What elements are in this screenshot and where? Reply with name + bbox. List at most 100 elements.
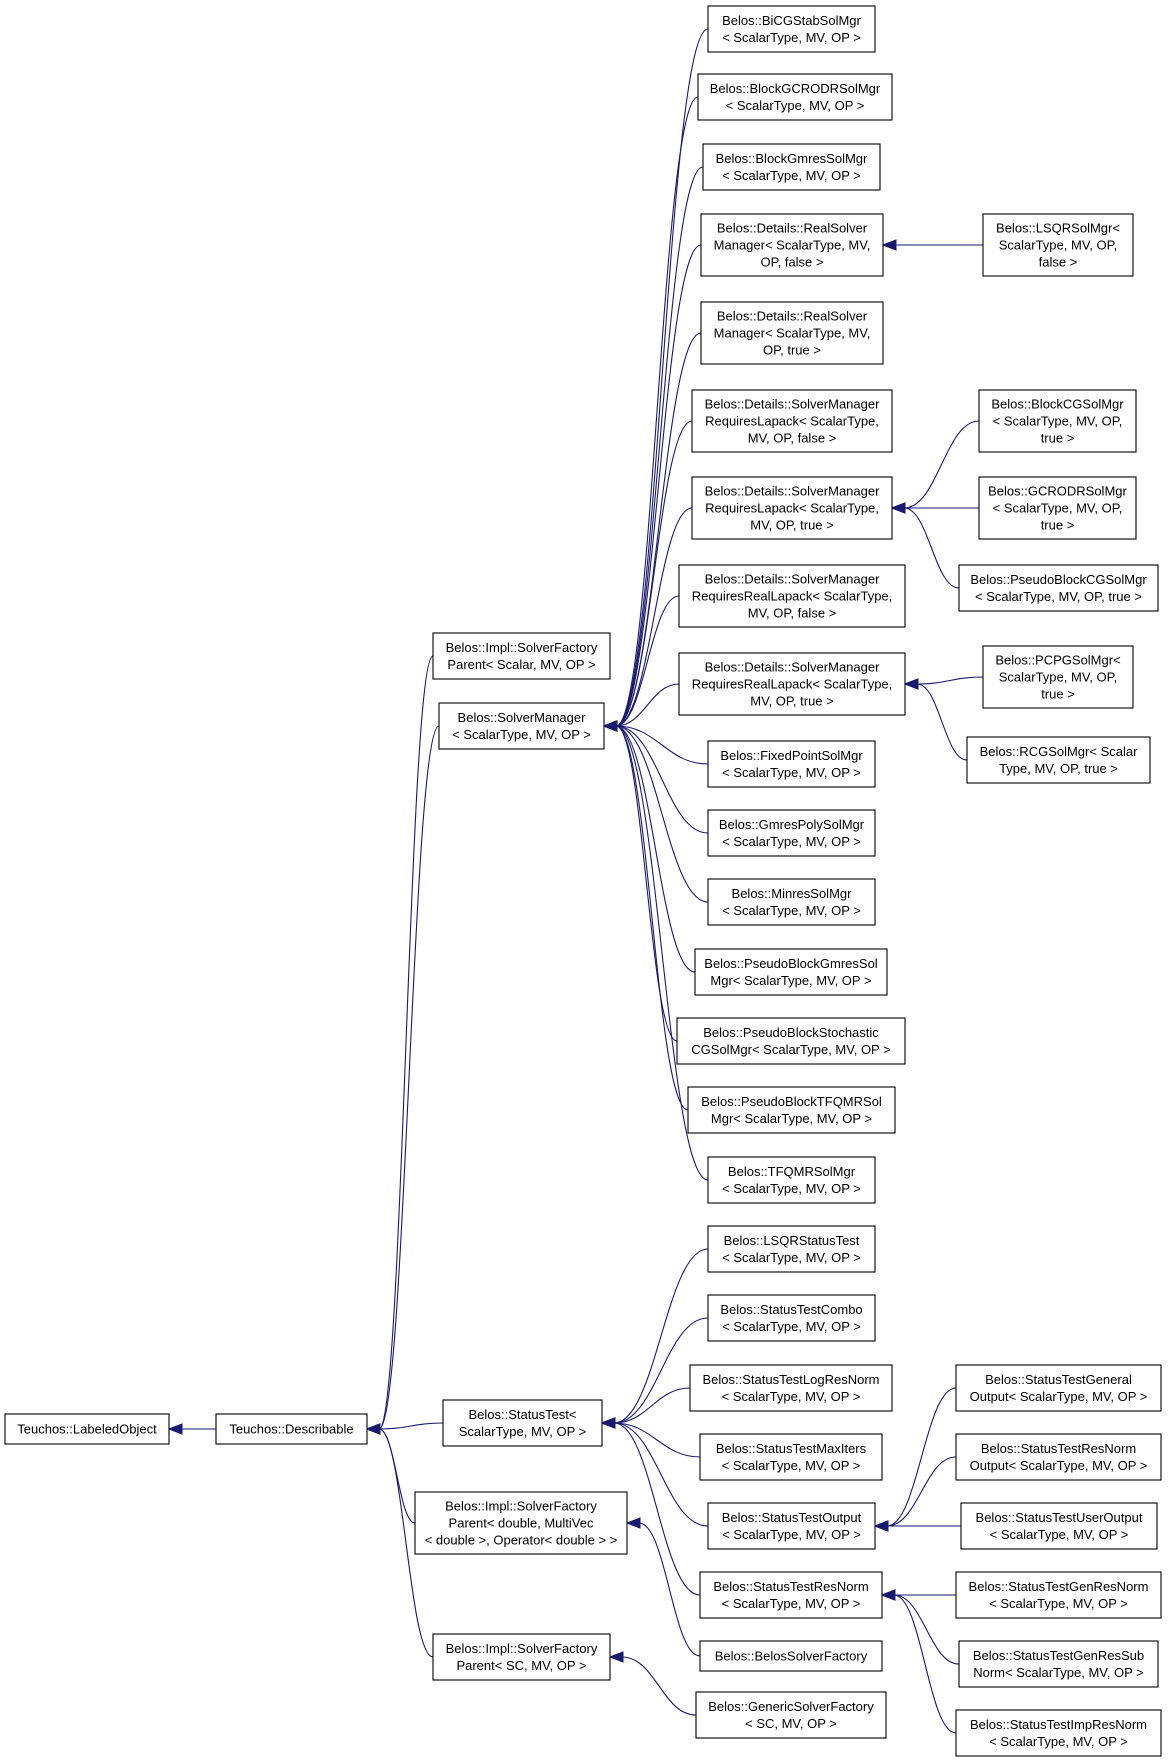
class-node-lsqrstatus[interactable]: Belos::LSQRStatusTest< ScalarType, MV, O… — [707, 1225, 876, 1273]
class-box[interactable] — [676, 1017, 906, 1065]
class-node-tfqmr[interactable]: Belos::TFQMRSolMgr< ScalarType, MV, OP > — [707, 1156, 876, 1204]
class-node-reallapack_false[interactable]: Belos::Details::SolverManagerRequiresRea… — [678, 564, 906, 628]
class-node-useroutput[interactable]: Belos::StatusTestUserOutput< ScalarType,… — [960, 1502, 1158, 1550]
class-node-reallapack_true[interactable]: Belos::Details::SolverManagerRequiresRea… — [678, 652, 906, 716]
class-box[interactable] — [438, 702, 605, 750]
class-node-pcpg[interactable]: Belos::PCPGSolMgr<ScalarType, MV, OP,tru… — [982, 645, 1134, 709]
class-box[interactable] — [707, 1502, 876, 1550]
class-box[interactable] — [4, 1413, 170, 1445]
class-node-combo[interactable]: Belos::StatusTestCombo< ScalarType, MV, … — [707, 1294, 876, 1342]
class-node-gmrespoly[interactable]: Belos::GmresPolySolMgr< ScalarType, MV, … — [707, 809, 876, 857]
class-node-gcrodr[interactable]: Belos::GCRODRSolMgr< ScalarType, MV, OP,… — [978, 476, 1137, 540]
class-box[interactable] — [699, 1433, 883, 1481]
class-node-fixedpoint[interactable]: Belos::FixedPointSolMgr< ScalarType, MV,… — [707, 740, 876, 788]
class-node-describable[interactable]: Teuchos::Describable — [215, 1413, 368, 1445]
class-box[interactable] — [707, 809, 876, 857]
class-name-line: ScalarType, MV, OP, — [999, 670, 1118, 685]
class-box[interactable] — [978, 476, 1137, 540]
class-box[interactable] — [432, 1633, 611, 1681]
class-box[interactable] — [414, 1491, 628, 1555]
class-box[interactable] — [678, 564, 906, 628]
class-name-line: RequiresLapack< ScalarType, — [705, 501, 879, 516]
class-node-labeled[interactable]: Teuchos::LabeledObject — [4, 1413, 170, 1445]
edge-blockcg-to-lapack_true — [903, 420, 980, 509]
class-node-solvermanager[interactable]: Belos::SolverManager< ScalarType, MV, OP… — [438, 702, 605, 750]
class-name-line: Belos::StatusTestGenResSub — [973, 1648, 1144, 1663]
class-name-line: Belos::StatusTestUserOutput — [976, 1510, 1143, 1525]
class-box[interactable] — [978, 389, 1137, 453]
class-box[interactable] — [707, 1225, 876, 1273]
class-box[interactable] — [707, 1156, 876, 1204]
class-box[interactable] — [700, 213, 884, 277]
class-box[interactable] — [691, 476, 893, 540]
class-node-blockcg[interactable]: Belos::BlockCGSolMgr< ScalarType, MV, OP… — [978, 389, 1137, 453]
class-box[interactable] — [955, 1433, 1162, 1481]
class-box[interactable] — [691, 389, 893, 453]
class-node-rcg[interactable]: Belos::RCGSolMgr< ScalarType, MV, OP, tr… — [966, 736, 1151, 784]
class-box[interactable] — [707, 1294, 876, 1342]
class-name-line: < ScalarType, MV, OP > — [722, 1181, 861, 1196]
class-box[interactable] — [707, 5, 876, 53]
class-box[interactable] — [958, 1640, 1159, 1688]
class-node-stoutput[interactable]: Belos::StatusTestOutput< ScalarType, MV,… — [707, 1502, 876, 1550]
class-box[interactable] — [697, 73, 893, 121]
class-box[interactable] — [955, 1364, 1162, 1412]
class-node-impresnorm[interactable]: Belos::StatusTestImpResNorm< ScalarType,… — [955, 1709, 1162, 1757]
class-node-lsqr[interactable]: Belos::LSQRSolMgr<ScalarType, MV, OP,fal… — [982, 213, 1134, 277]
class-box[interactable] — [966, 736, 1151, 784]
class-box[interactable] — [982, 213, 1134, 277]
class-node-blockgmres[interactable]: Belos::BlockGmresSolMgr< ScalarType, MV,… — [702, 143, 881, 191]
class-node-lapack_true[interactable]: Belos::Details::SolverManagerRequiresLap… — [691, 476, 893, 540]
class-box[interactable] — [215, 1413, 368, 1445]
class-name-line: Type, MV, OP, true > — [999, 761, 1118, 776]
class-name-line: Belos::PseudoBlockCGSolMgr — [970, 572, 1147, 587]
class-box[interactable] — [960, 1502, 1158, 1550]
class-box[interactable] — [958, 564, 1159, 612]
class-node-pbcg[interactable]: Belos::PseudoBlockCGSolMgr< ScalarType, … — [958, 564, 1159, 612]
class-node-minres[interactable]: Belos::MinresSolMgr< ScalarType, MV, OP … — [707, 878, 876, 926]
class-name-line: Belos::RCGSolMgr< Scalar — [980, 744, 1139, 759]
class-node-genericfactory[interactable]: Belos::GenericSolverFactory< SC, MV, OP … — [695, 1691, 887, 1739]
class-name-line: Output< ScalarType, MV, OP > — [970, 1458, 1148, 1473]
edge-statustest-to-describable — [378, 1422, 444, 1430]
class-name-line: < ScalarType, MV, OP > — [722, 1319, 861, 1334]
class-box[interactable] — [432, 632, 611, 680]
class-node-belosfactory[interactable]: Belos::BelosSolverFactory — [699, 1640, 883, 1672]
class-box[interactable] — [678, 652, 906, 716]
class-node-statustest[interactable]: Belos::StatusTest<ScalarType, MV, OP > — [442, 1399, 603, 1447]
class-name-line: Belos::Details::RealSolver — [717, 309, 868, 324]
class-box[interactable] — [955, 1571, 1162, 1619]
class-box[interactable] — [687, 1086, 896, 1134]
class-box[interactable] — [699, 1640, 883, 1672]
class-box[interactable] — [955, 1709, 1162, 1757]
class-box[interactable] — [442, 1399, 603, 1447]
class-box[interactable] — [982, 645, 1134, 709]
class-node-stresnorm[interactable]: Belos::StatusTestResNorm< ScalarType, MV… — [699, 1571, 883, 1619]
edge-belosfactory-to-sfp_double — [638, 1522, 701, 1657]
class-box[interactable] — [694, 948, 888, 996]
class-box[interactable] — [707, 878, 876, 926]
class-box[interactable] — [689, 1364, 893, 1412]
class-node-bicgstab[interactable]: Belos::BiCGStabSolMgr< ScalarType, MV, O… — [707, 5, 876, 53]
class-node-maxiters[interactable]: Belos::StatusTestMaxIters< ScalarType, M… — [699, 1433, 883, 1481]
class-box[interactable] — [700, 301, 884, 365]
class-node-lapack_false[interactable]: Belos::Details::SolverManagerRequiresLap… — [691, 389, 893, 453]
class-box[interactable] — [695, 1691, 887, 1739]
class-node-blockgcrodr[interactable]: Belos::BlockGCRODRSolMgr< ScalarType, MV… — [697, 73, 893, 121]
class-node-logresnorm[interactable]: Belos::StatusTestLogResNorm< ScalarType,… — [689, 1364, 893, 1412]
class-node-genresnorm[interactable]: Belos::StatusTestGenResNorm< ScalarType,… — [955, 1571, 1162, 1619]
class-box[interactable] — [699, 1571, 883, 1619]
class-box[interactable] — [702, 143, 881, 191]
class-box[interactable] — [707, 740, 876, 788]
